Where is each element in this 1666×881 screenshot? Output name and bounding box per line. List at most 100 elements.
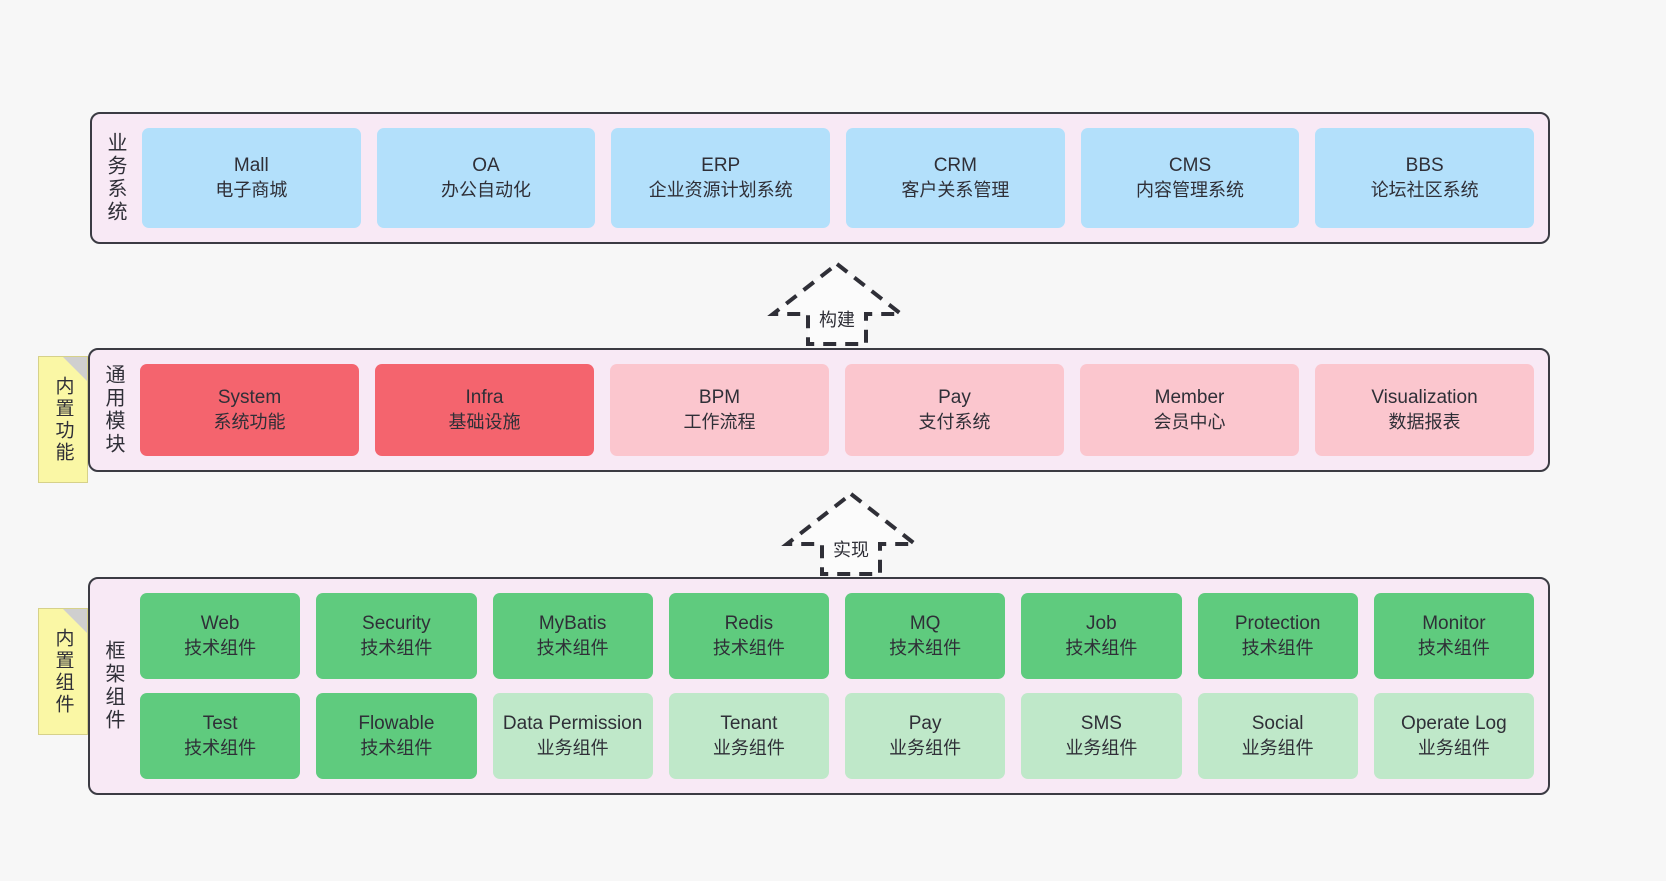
card-title: Web <box>200 612 240 634</box>
card-title: ERP <box>701 154 741 176</box>
card-title: Redis <box>724 612 774 634</box>
layer-common-module: 通用模块 System 系统功能 Infra 基础设施 BPM 工作流程 Pay… <box>88 348 1550 472</box>
card-subtitle: 技术组件 <box>360 737 433 758</box>
note-builtin-components: 内置组件 <box>38 608 88 735</box>
card-pay-business[interactable]: Pay 业务组件 <box>845 693 1006 779</box>
card-subtitle: 技术组件 <box>184 737 257 758</box>
card-title: Flowable <box>358 712 435 734</box>
card-subtitle: 企业资源计划系统 <box>648 179 793 200</box>
card-title: Monitor <box>1422 612 1486 634</box>
card-tenant[interactable]: Tenant 业务组件 <box>668 693 829 779</box>
card-bbs[interactable]: BBS 论坛社区系统 <box>1315 128 1535 228</box>
card-title: Job <box>1086 612 1117 634</box>
card-title: Operate Log <box>1401 712 1507 734</box>
card-title: MyBatis <box>538 612 607 634</box>
card-crm[interactable]: CRM 客户关系管理 <box>846 128 1065 228</box>
arrow-build-label: 构建 <box>819 310 855 330</box>
card-member[interactable]: Member 会员中心 <box>1080 364 1299 456</box>
card-subtitle: 客户关系管理 <box>901 179 1010 200</box>
card-title: CRM <box>933 154 977 176</box>
card-title: SMS <box>1080 712 1122 734</box>
note-fold-icon <box>63 609 87 633</box>
note-fold-icon <box>63 357 87 381</box>
layer-title-common-module: 通用模块 <box>102 364 124 456</box>
card-security[interactable]: Security 技术组件 <box>316 593 477 679</box>
card-subtitle: 基础设施 <box>448 411 521 432</box>
card-oa[interactable]: OA 办公自动化 <box>376 128 596 228</box>
card-subtitle: 业务组件 <box>1417 737 1490 758</box>
card-title: Protection <box>1234 612 1321 634</box>
card-pay[interactable]: Pay 支付系统 <box>845 364 1064 456</box>
layer-business-cards: Mall 电子商城 OA 办公自动化 ERP 企业资源计划系统 CRM 客户关系… <box>138 114 1548 242</box>
arrow-implement: 实现 <box>776 488 926 580</box>
card-operate-log[interactable]: Operate Log 业务组件 <box>1373 693 1534 779</box>
card-title: Infra <box>465 386 504 408</box>
card-subtitle: 技术组件 <box>1241 637 1314 658</box>
card-title: Social <box>1251 712 1304 734</box>
generalization-arrow-icon <box>781 491 921 576</box>
card-title: Visualization <box>1371 386 1478 408</box>
card-subtitle: 工作流程 <box>683 411 756 432</box>
card-web[interactable]: Web 技术组件 <box>140 593 301 679</box>
layer-framework-cards: Web 技术组件 Security 技术组件 MyBatis 技术组件 Redi… <box>136 579 1548 793</box>
card-title: Pay <box>908 712 942 734</box>
arrow-build: 构建 <box>762 258 912 350</box>
card-title: OA <box>472 154 500 176</box>
card-subtitle: 业务组件 <box>1241 737 1314 758</box>
card-mq[interactable]: MQ 技术组件 <box>845 593 1006 679</box>
card-title: System <box>217 386 282 408</box>
card-subtitle: 技术组件 <box>536 637 609 658</box>
card-bpm[interactable]: BPM 工作流程 <box>610 364 829 456</box>
card-row: System 系统功能 Infra 基础设施 BPM 工作流程 Pay 支付系统… <box>140 364 1534 456</box>
card-title: Mall <box>233 154 269 176</box>
card-subtitle: 论坛社区系统 <box>1370 179 1479 200</box>
card-subtitle: 电子商城 <box>215 179 288 200</box>
card-subtitle: 办公自动化 <box>441 179 531 200</box>
card-title: BPM <box>698 386 741 408</box>
card-subtitle: 业务组件 <box>536 737 609 758</box>
card-subtitle: 技术组件 <box>1065 637 1138 658</box>
card-subtitle: 技术组件 <box>360 637 433 658</box>
card-subtitle: 技术组件 <box>712 637 785 658</box>
arrow-implement-label: 实现 <box>833 540 869 560</box>
card-row: Mall 电子商城 OA 办公自动化 ERP 企业资源计划系统 CRM 客户关系… <box>142 128 1535 228</box>
card-row: Test 技术组件 Flowable 技术组件 Data Permission … <box>140 693 1534 779</box>
card-title: CMS <box>1168 154 1212 176</box>
layer-title-business-system: 业务系统 <box>104 132 126 224</box>
card-monitor[interactable]: Monitor 技术组件 <box>1373 593 1534 679</box>
card-subtitle: 系统功能 <box>213 411 286 432</box>
card-system[interactable]: System 系统功能 <box>140 364 359 456</box>
card-title: Member <box>1154 386 1225 408</box>
card-subtitle: 会员中心 <box>1153 411 1226 432</box>
card-job[interactable]: Job 技术组件 <box>1021 593 1182 679</box>
card-mall[interactable]: Mall 电子商城 <box>142 128 361 228</box>
card-visualization[interactable]: Visualization 数据报表 <box>1315 364 1534 456</box>
layer-title-framework-component: 框架组件 <box>102 640 124 732</box>
card-infra[interactable]: Infra 基础设施 <box>375 364 594 456</box>
layer-framework-component: 框架组件 Web 技术组件 Security 技术组件 MyBatis 技术组件… <box>88 577 1550 795</box>
card-redis[interactable]: Redis 技术组件 <box>668 593 829 679</box>
card-subtitle: 业务组件 <box>889 737 962 758</box>
card-subtitle: 业务组件 <box>712 737 785 758</box>
card-test[interactable]: Test 技术组件 <box>140 693 301 779</box>
card-protection[interactable]: Protection 技术组件 <box>1197 593 1358 679</box>
card-title: Data Permission <box>502 712 643 734</box>
card-cms[interactable]: CMS 内容管理系统 <box>1080 128 1300 228</box>
card-title: BBS <box>1405 154 1444 176</box>
note-label: 内置功能 <box>52 375 74 464</box>
card-data-permission[interactable]: Data Permission 业务组件 <box>492 693 653 779</box>
card-title: Tenant <box>720 712 778 734</box>
card-sms[interactable]: SMS 业务组件 <box>1021 693 1182 779</box>
card-subtitle: 业务组件 <box>1065 737 1138 758</box>
card-flowable[interactable]: Flowable 技术组件 <box>316 693 477 779</box>
card-subtitle: 技术组件 <box>889 637 962 658</box>
card-mybatis[interactable]: MyBatis 技术组件 <box>492 593 653 679</box>
card-social[interactable]: Social 业务组件 <box>1197 693 1358 779</box>
card-title: Pay <box>938 386 971 408</box>
card-erp[interactable]: ERP 企业资源计划系统 <box>611 128 831 228</box>
card-row: Web 技术组件 Security 技术组件 MyBatis 技术组件 Redi… <box>140 593 1534 679</box>
card-subtitle: 技术组件 <box>184 637 257 658</box>
card-title: Security <box>362 612 431 634</box>
card-subtitle: 数据报表 <box>1388 411 1461 432</box>
